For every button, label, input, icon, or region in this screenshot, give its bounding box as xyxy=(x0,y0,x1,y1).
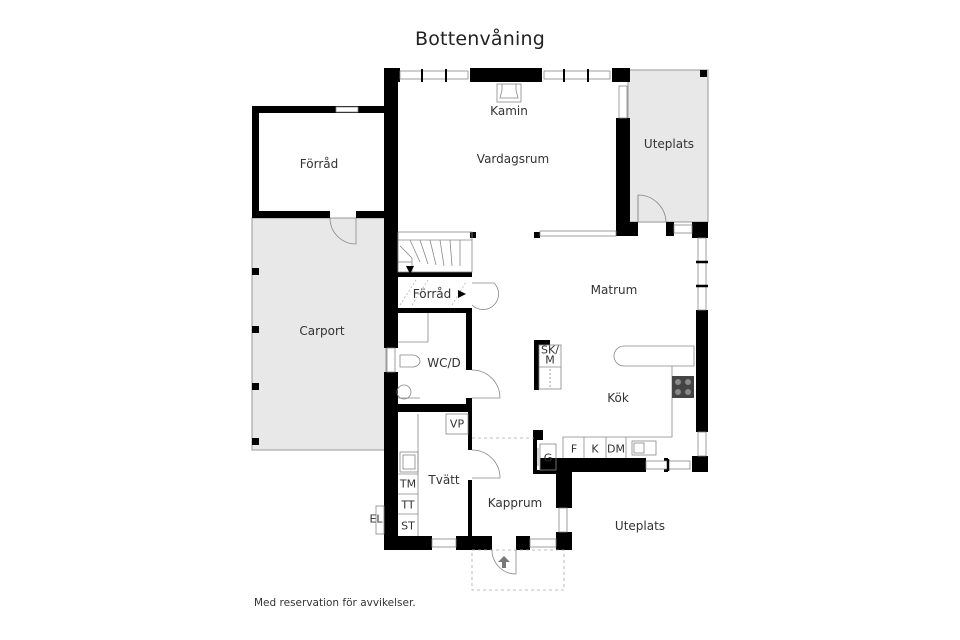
stair-arrow-icon xyxy=(406,266,414,274)
forrad-walls xyxy=(252,106,386,218)
entrance-door xyxy=(491,549,517,575)
label-skm-1: SK/ xyxy=(541,343,559,357)
stairs xyxy=(397,231,473,273)
label-carport: Carport xyxy=(299,324,345,338)
label-wcd: WC/D xyxy=(427,356,461,370)
kamin-icon xyxy=(496,83,522,103)
label-forrad-outer: Förråd xyxy=(299,157,339,171)
forrad-door-swing xyxy=(329,217,357,245)
label-kamin: Kamin xyxy=(490,104,528,118)
disclaimer: Med reservation för avvikelser. xyxy=(254,597,416,609)
entrance-arrow-icon xyxy=(498,556,510,568)
label-k: K xyxy=(591,442,599,456)
label-matrum: Matrum xyxy=(590,283,638,297)
carport-posts xyxy=(252,268,259,445)
label-tm: TM xyxy=(399,477,417,491)
label-vardagsrum: Vardagsrum xyxy=(476,152,550,166)
label-st: ST xyxy=(401,519,415,533)
label-dm: DM xyxy=(607,442,625,456)
label-f: F xyxy=(570,442,578,456)
window-mullions xyxy=(421,69,589,82)
label-vp: VP xyxy=(449,417,465,431)
label-uteplats-bottom: Uteplats xyxy=(614,519,666,533)
label-el: EL xyxy=(369,512,383,526)
label-kapprum: Kapprum xyxy=(487,496,543,510)
label-tvatt: Tvätt xyxy=(428,473,460,487)
label-skm-2: M xyxy=(545,353,555,367)
label-kok: Kök xyxy=(607,391,629,405)
arrow-right-icon xyxy=(458,290,466,298)
house-walls xyxy=(384,68,708,550)
label-tt: TT xyxy=(401,498,415,512)
stair-storage-door xyxy=(471,282,499,310)
top-windows xyxy=(399,70,611,80)
label-g: G xyxy=(543,451,553,465)
floor-title: Bottenvåning xyxy=(414,28,545,50)
carport-area xyxy=(251,217,387,451)
label-forrad-stair: Förråd xyxy=(412,287,452,301)
label-uteplats-top: Uteplats xyxy=(643,137,695,151)
forrad-window xyxy=(335,106,359,113)
stove-icon xyxy=(672,376,694,398)
